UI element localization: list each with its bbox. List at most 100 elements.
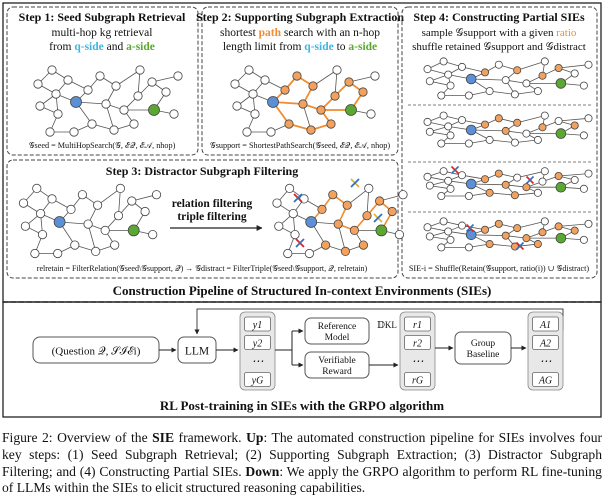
partial-sie-row — [423, 111, 593, 148]
caption-down: Down — [245, 463, 280, 479]
graph-node — [113, 211, 124, 221]
answer-entity-node — [127, 224, 140, 237]
graph-node — [298, 99, 308, 109]
graph-node — [35, 101, 45, 111]
graph-node — [522, 183, 531, 192]
graph-node — [446, 131, 455, 140]
graph-node — [250, 109, 260, 119]
graph-node — [494, 60, 503, 69]
answer-entity-node — [148, 104, 160, 116]
graph-edge — [87, 223, 97, 252]
graph-node — [364, 183, 374, 193]
graph-node — [533, 135, 542, 144]
graph-node — [423, 172, 432, 181]
graph-node — [70, 240, 80, 250]
graph-node — [570, 226, 579, 235]
answer-entity-node — [345, 104, 357, 116]
graph-node — [540, 217, 549, 226]
graph-node — [316, 105, 326, 115]
triple-filtering-label: triple filtering — [177, 211, 247, 223]
graph-node — [513, 173, 522, 182]
graph-node — [579, 81, 588, 90]
caption-up: Up — [246, 430, 264, 445]
graph-node — [248, 89, 258, 99]
graph-node — [100, 225, 110, 235]
graph-node — [330, 91, 340, 101]
graph-node — [83, 219, 93, 229]
graph-node — [425, 232, 434, 241]
graph-node — [20, 221, 31, 231]
column-cell — [404, 372, 431, 387]
graph-node — [63, 75, 73, 85]
graph-edge — [312, 69, 338, 87]
graph-node — [444, 70, 453, 79]
cut-mark — [295, 238, 305, 248]
graph-edge — [517, 220, 546, 229]
graph-node — [439, 217, 448, 226]
graph-node — [494, 219, 503, 228]
graph-edge — [470, 233, 506, 237]
graph-node — [480, 120, 489, 129]
graph-node — [510, 90, 519, 99]
column-cell — [404, 316, 431, 332]
step2-title: Step 2: Supporting Subgraph Extraction — [196, 10, 404, 24]
graph-node — [538, 228, 547, 237]
column-cell-label: ⋯ — [412, 354, 424, 368]
column-cell-label: AG — [538, 375, 552, 386]
graph-node — [444, 122, 453, 131]
graph-node — [501, 76, 510, 85]
graph-node — [425, 181, 434, 190]
reference-model-box — [304, 317, 370, 345]
graph-node — [91, 246, 101, 256]
graph-node — [30, 248, 40, 259]
question-entity-node — [305, 216, 318, 228]
graph-node — [464, 91, 473, 100]
step2-line2: length limit from q-side to a-side — [223, 41, 377, 53]
graph-node — [513, 224, 522, 233]
graph-node — [274, 221, 284, 231]
rl-flow-arrows — [216, 328, 527, 368]
graph-edge — [489, 90, 515, 95]
graph-node — [584, 114, 593, 123]
graph-node — [32, 183, 42, 193]
graph-edge — [97, 188, 121, 206]
caption-sie: SIE — [152, 430, 175, 445]
graph-node — [306, 125, 316, 135]
cut-mark — [350, 178, 360, 188]
graph-edge — [517, 114, 546, 124]
graph-node — [457, 116, 466, 125]
step1-line1: multi-hop kg retrieval — [52, 27, 153, 39]
column-cell-label: y1 — [252, 320, 262, 331]
distractor-before-graph — [18, 183, 162, 259]
graph-node — [446, 184, 455, 193]
column-cell-label: yG — [251, 375, 264, 386]
graph-node — [87, 119, 97, 129]
graph-node — [244, 65, 254, 75]
answer-entity-node — [555, 78, 567, 89]
graph-node — [540, 111, 549, 120]
cut-mark — [450, 165, 460, 175]
graph-node — [387, 206, 397, 217]
graph-node — [169, 109, 179, 119]
graph-edge — [470, 182, 506, 186]
graph-node — [66, 204, 76, 214]
graph-node — [260, 75, 270, 85]
step3-box — [6, 159, 399, 279]
rl-outer-box — [2, 301, 602, 418]
graph-node — [522, 234, 531, 243]
graph-node — [35, 209, 46, 219]
graph-node — [320, 240, 331, 250]
cut-mark — [465, 223, 475, 233]
graph-node — [538, 71, 547, 80]
graph-node — [47, 65, 57, 75]
column-cell-label: A2 — [539, 338, 551, 349]
graph-node — [93, 200, 103, 210]
graph-node — [510, 191, 519, 200]
graph-node — [283, 248, 293, 259]
graph-node — [109, 125, 119, 135]
graph-node — [444, 176, 453, 185]
